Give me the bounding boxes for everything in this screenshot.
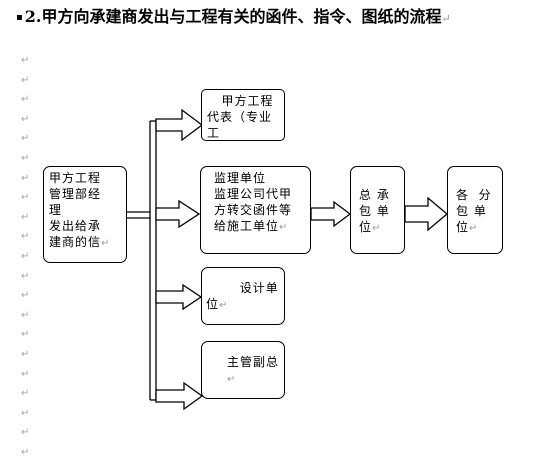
manager-connector [127, 211, 150, 219]
box-line: 管理部经 [49, 187, 102, 201]
arrow-to-subcontractor-icon [404, 196, 449, 232]
box-line: 甲方工程 [49, 171, 102, 185]
box-line: 位↵ [359, 220, 382, 234]
paragraph-mark-icon: ↵ [21, 211, 30, 223]
paragraph-mark-icon: ↵ [21, 231, 30, 243]
box-line: 总 承 [359, 188, 390, 202]
paragraph-mark-icon: ↵ [21, 407, 30, 419]
box-supervisor-text: 监理单位监理公司代甲方转交函件等给施工单位↵ [206, 170, 305, 236]
box-design-unit: 设计单位↵ [201, 267, 285, 325]
paragraph-mark-icon: ↵ [21, 192, 30, 204]
box-line: 主管副总↵ [227, 355, 280, 385]
paragraph-mark-icon: ↵ [101, 238, 111, 249]
box-subcontractor: 各 分包 单位↵ [447, 166, 503, 254]
paragraph-mark-icon: ↵ [21, 349, 30, 360]
paragraph-mark-icon: ↵ [227, 374, 237, 385]
box-supervisor: 监理单位监理公司代甲方转交函件等给施工单位↵ [200, 166, 311, 254]
box-line: 设计单 [206, 281, 279, 295]
box-deputy-gm: 主管副总↵ [201, 341, 285, 399]
paragraph-mark-icon: ↵ [21, 329, 30, 341]
paragraph-mark-icon: ↵ [219, 300, 229, 311]
box-line: 甲方工程 [207, 94, 274, 108]
bullet-icon: ▪ [16, 11, 23, 23]
box-deputy-gm-text: 主管副总↵ [227, 354, 280, 388]
box-line: 给施工单位↵ [214, 219, 289, 233]
arrow-to-rep-icon [155, 108, 204, 142]
heading-text: 2.甲方向承建商发出与工程有关的函件、指令、图纸的流程 [24, 7, 442, 26]
box-line: 位↵ [206, 297, 229, 311]
box-design-unit-text: 设计单位↵ [206, 280, 280, 314]
paragraph-mark-icon: ↵ [441, 12, 451, 25]
box-line: 各 分 [456, 188, 492, 202]
box-general-contractor: 总 承包 单位↵ [350, 166, 405, 254]
box-line: 建商的信↵ [49, 235, 111, 249]
box-line: 包 单 [359, 204, 390, 218]
paragraph-mark-icon: ↵ [21, 447, 30, 458]
paragraph-mark-icon: ↵ [21, 172, 30, 184]
paragraph-mark-icon: ↵ [21, 55, 30, 66]
paragraph-mark-icon: ↵ [21, 270, 30, 282]
paragraph-mark-icon: ↵ [21, 133, 30, 145]
box-line: 方转交函件等 [214, 203, 293, 217]
box-general-contractor-text: 总 承包 单位↵ [359, 187, 400, 237]
paragraph-mark-icon: ↵ [469, 223, 479, 234]
paragraph-mark-icon: ↵ [372, 223, 382, 234]
paragraph-mark-icon: ↵ [279, 222, 289, 233]
paragraph-mark-icon: ↵ [21, 427, 30, 439]
box-site-manager-text: 甲方工程管理部经理发出给承建商的信↵ [49, 170, 121, 252]
box-line: 发出给承 [49, 219, 102, 233]
arrow-to-supervisor-icon [155, 199, 201, 229]
box-line: 代表（专业工 [207, 110, 273, 140]
paragraph-mark-icon: ↵ [21, 251, 30, 262]
box-subcontractor-text: 各 分包 单位↵ [456, 187, 498, 237]
arrow-to-design-icon [155, 283, 203, 311]
paragraph-mark-icon: ↵ [21, 309, 30, 321]
box-line: 位↵ [456, 220, 479, 234]
paragraph-mark-icon: ↵ [21, 368, 30, 380]
paragraph-mark-icon: ↵ [21, 153, 30, 164]
paragraph-mark-icon: ↵ [21, 290, 30, 302]
arrow-to-general-icon [310, 200, 352, 228]
paragraph-mark-icon: ↵ [21, 94, 30, 106]
box-site-manager: 甲方工程管理部经理发出给承建商的信↵ [43, 166, 127, 263]
box-line: 监理公司代甲 [214, 187, 293, 201]
box-line: 包 单 [456, 204, 487, 218]
arrow-bottom-icon [155, 381, 204, 411]
section-heading: ▪2.甲方向承建商发出与工程有关的函件、指令、图纸的流程↵ [16, 6, 451, 30]
paragraph-mark-icon: ↵ [21, 113, 30, 125]
paragraph-mark-icon: ↵ [21, 74, 30, 86]
paragraph-mark-icon: ↵ [21, 388, 30, 400]
box-line: 理 [49, 203, 63, 217]
box-line: 监理单位 [214, 171, 267, 185]
